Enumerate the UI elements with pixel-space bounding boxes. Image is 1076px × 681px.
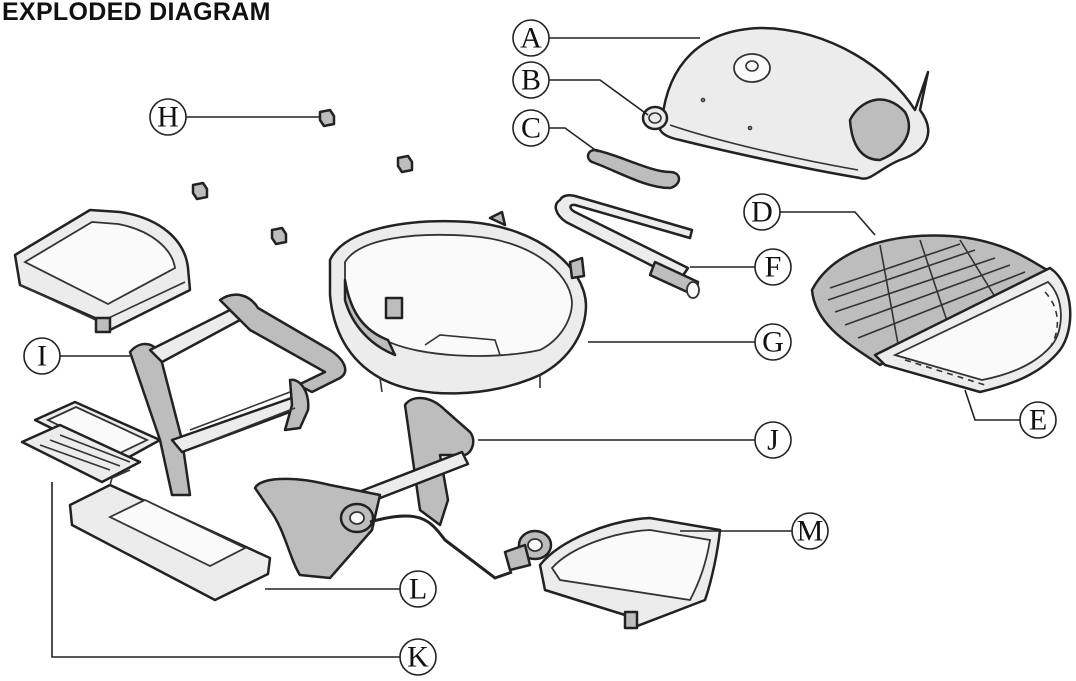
part-firebox: [328, 210, 588, 395]
callout-e: E: [1019, 401, 1057, 439]
callout-l: L: [399, 570, 437, 608]
callout-c: C: [512, 109, 550, 147]
callout-l-label: L: [409, 573, 427, 606]
callout-i-label: I: [37, 340, 47, 373]
part-left-frame: [128, 293, 347, 497]
part-cooking-grate: [810, 234, 1050, 367]
callout-c-label: C: [521, 112, 541, 145]
part-burner: [554, 193, 700, 299]
callout-e-label: E: [1029, 404, 1047, 437]
callout-j: J: [754, 421, 792, 459]
callout-f: F: [754, 248, 792, 286]
callout-m-label: M: [797, 515, 824, 548]
callout-g-label: G: [762, 326, 784, 359]
part-griddle-plate: [873, 266, 1072, 394]
callout-g: G: [754, 323, 792, 361]
part-screws: [191, 108, 414, 246]
part-thermometer: [641, 105, 669, 131]
leader-lines: [51, 37, 1020, 658]
callout-a: A: [512, 19, 550, 57]
callout-j-label: J: [767, 424, 779, 457]
callout-k-label: K: [407, 641, 429, 674]
part-right-frame: [253, 396, 513, 580]
part-left-side-table: [13, 208, 192, 334]
callout-d-label: D: [751, 196, 773, 229]
callout-h: H: [149, 98, 187, 136]
part-right-side-table: [538, 516, 722, 630]
callout-f-label: F: [765, 251, 782, 284]
callout-b: B: [512, 61, 550, 99]
part-lid: [658, 26, 930, 180]
callout-b-label: B: [521, 64, 541, 97]
callout-m: M: [791, 512, 829, 550]
diagram-title: EXPLODED DIAGRAM: [2, 0, 271, 26]
part-regulator: [503, 529, 553, 572]
part-grease-tray: [20, 400, 272, 602]
callout-k: K: [399, 638, 437, 676]
callout-d: D: [743, 193, 781, 231]
callout-h-label: H: [157, 101, 179, 134]
callout-a-label: A: [520, 22, 542, 55]
callout-i: I: [23, 337, 61, 375]
part-lid-handle: [586, 148, 681, 190]
